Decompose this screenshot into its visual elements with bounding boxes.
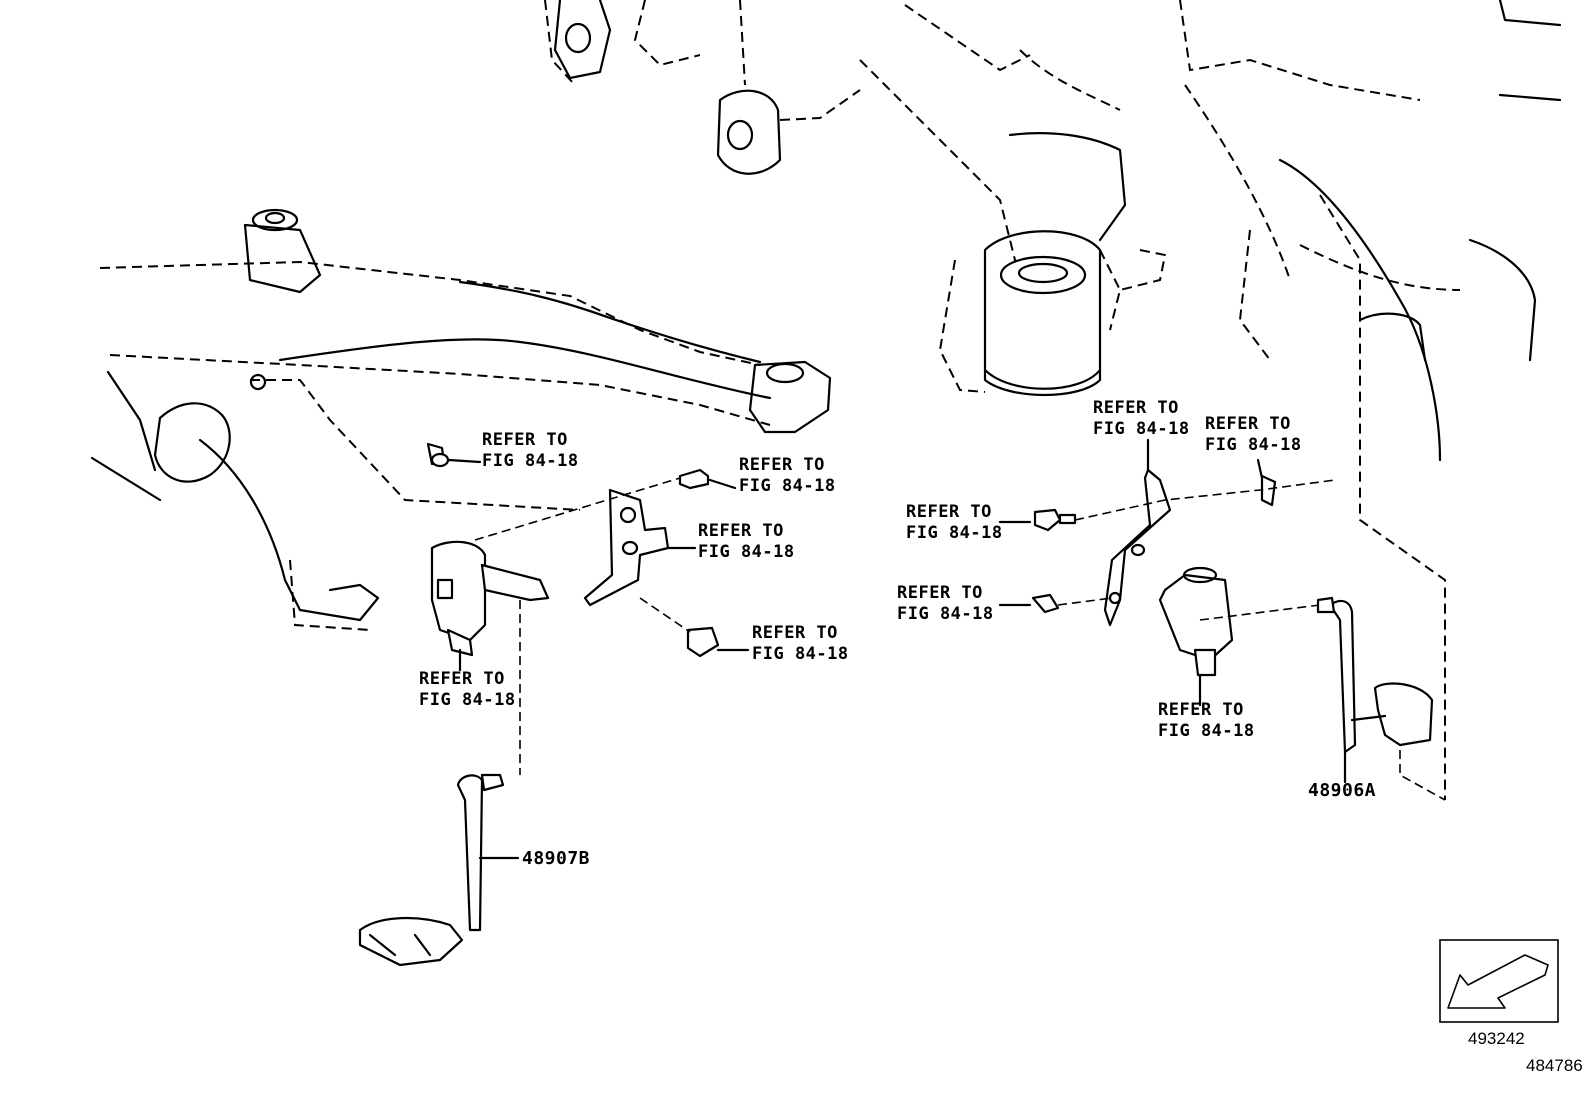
drawing-code-2: 484786 [1526,1056,1583,1075]
lower-arm-right [859,0,1562,800]
callout-5-line1: REFER TO [419,669,505,689]
part-number-48906a[interactable]: 48906A [1308,780,1377,801]
callout-1-line1: REFER TO [482,430,568,450]
callout-3-line2: FIG 84-18 [698,542,795,562]
callout-6-line2: FIG 84-18 [1093,419,1190,439]
callout-8-line1: REFER TO [906,502,992,522]
callout-7-line1: REFER TO [1205,414,1291,434]
callout-2-line2: FIG 84-18 [739,476,836,496]
callout-4-line1: REFER TO [752,623,838,643]
right-sensor-group [1031,468,1446,801]
part-number-48907b[interactable]: 48907B [522,848,591,869]
callout-10-line1: REFER TO [1158,700,1244,720]
callout-1-line2: FIG 84-18 [482,451,579,471]
callout-3-line1: REFER TO [698,521,784,541]
drawing-code-1: 493242 [1468,1029,1525,1048]
callout-5-line2: FIG 84-18 [419,690,516,710]
callout-4-line2: FIG 84-18 [752,644,849,664]
callout-8-line2: FIG 84-18 [906,523,1003,543]
callout-6-line1: REFER TO [1093,398,1179,418]
callout-9-line1: REFER TO [897,583,983,603]
callout-10-line2: FIG 84-18 [1158,721,1255,741]
callout-9-line2: FIG 84-18 [897,604,994,624]
front-arrow-icon [1439,939,1559,1023]
upper-bushings [544,0,1031,175]
callout-leaders [447,438,1347,860]
callout-7-line2: FIG 84-18 [1205,435,1302,455]
suspension-member-left [90,208,832,631]
left-sensor-group [358,442,720,967]
callout-2-line1: REFER TO [739,455,825,475]
